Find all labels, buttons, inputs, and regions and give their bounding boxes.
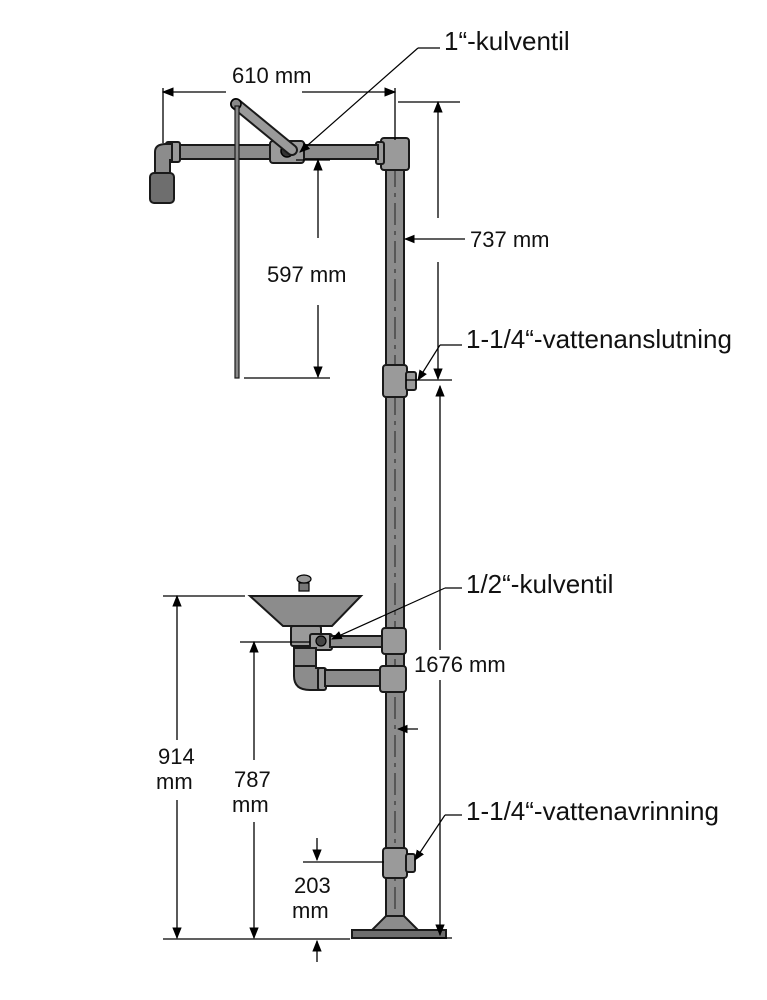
dim-bowl-height-unit: mm (156, 769, 193, 794)
inlet-tee (382, 364, 408, 398)
eyewash-bowl (247, 595, 364, 627)
base-plate (351, 929, 447, 939)
bowl-drain-pipe (324, 669, 384, 687)
eyewash-supply (329, 635, 386, 648)
label-ball-valve-half: 1/2“-kulventil (466, 569, 613, 599)
dim-outlet-height-unit: mm (232, 792, 269, 817)
dimension-lines (161, 87, 465, 962)
dim-drain-height-value: 203 (294, 873, 331, 898)
dim-bowl-height-value: 914 (158, 744, 195, 769)
label-ball-valve-1in: 1“-kulventil (444, 26, 570, 56)
labels: 1“-kulventil 1-1/4“-vattenanslutning 1/2… (156, 26, 732, 923)
dim-total-height: 1676 mm (414, 652, 506, 677)
shower-head (149, 172, 175, 204)
shower-elbow (154, 143, 173, 179)
dim-drain-height-unit: mm (292, 898, 329, 923)
dim-outlet-height-value: 787 (234, 767, 271, 792)
dim-upper-height: 737 mm (470, 227, 549, 252)
pull-rod (234, 105, 240, 379)
dim-arm-length: 610 mm (232, 63, 311, 88)
label-water-drain: 1-1/4“-vattenavrinning (466, 796, 719, 826)
callout-leaders (299, 47, 462, 861)
shower-station (149, 98, 447, 939)
pull-lever (232, 100, 296, 154)
label-water-inlet: 1-1/4“-vattenanslutning (466, 324, 732, 354)
drain-tee (382, 847, 408, 879)
dim-pull-rod: 597 mm (267, 262, 346, 287)
top-tee (380, 137, 410, 171)
